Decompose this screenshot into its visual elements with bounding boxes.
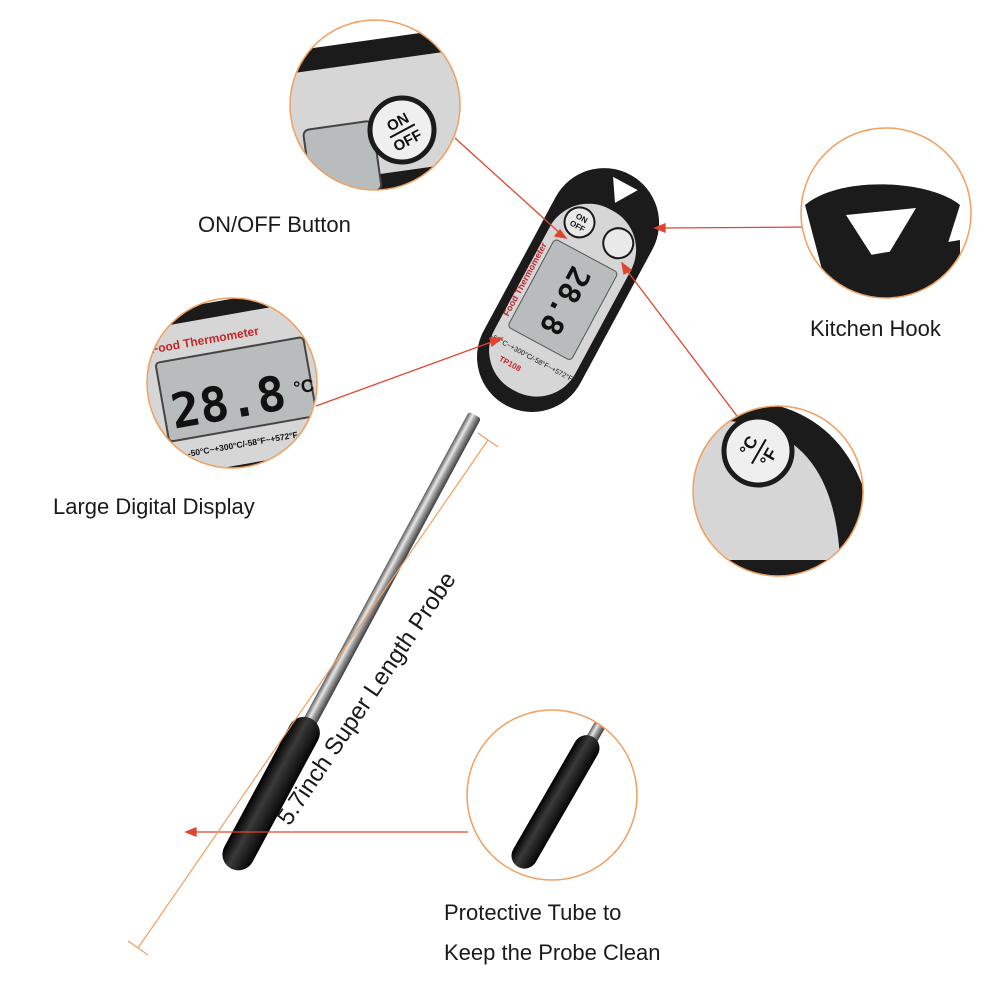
unit-button-mini [602,227,635,260]
label-protective-tube-line1: Protective Tube to [444,900,622,925]
zoom-ring [800,127,972,299]
lcd-screen [508,239,618,360]
zoom-kitchen-hook [800,127,972,299]
hook-hole [613,176,638,203]
label-on-off-button: ON/OFF Button [198,212,351,237]
thermometer-body: ON OFF 28.8 -50°C~+300°C/-58°F~+572°F Fo… [477,168,660,412]
zoom-ring [289,19,461,191]
label-digital-display: Large Digital Display [53,494,255,519]
zoom-lcd [154,336,317,443]
zoom-ring [146,297,318,469]
zoom-unit-button: °C °F [692,405,864,577]
zoom-digital-display: Food Thermometer 28.8 °C -50°C~+300°C/-5… [146,297,318,469]
zoom-ring [692,405,864,577]
zoom-unit: °C [292,375,315,398]
length-dimension [127,432,499,956]
label-protective-tube-line2: Keep the Probe Clean [444,940,661,965]
callout-lines [184,137,817,837]
on-off-button-mini [563,206,596,239]
zoom-protective-tube [466,709,638,881]
label-kitchen-hook: Kitchen Hook [810,316,941,341]
zoom-on-off-button: ON OFF [289,19,461,191]
zoom-ring [466,709,638,881]
probe-rod [222,412,481,871]
